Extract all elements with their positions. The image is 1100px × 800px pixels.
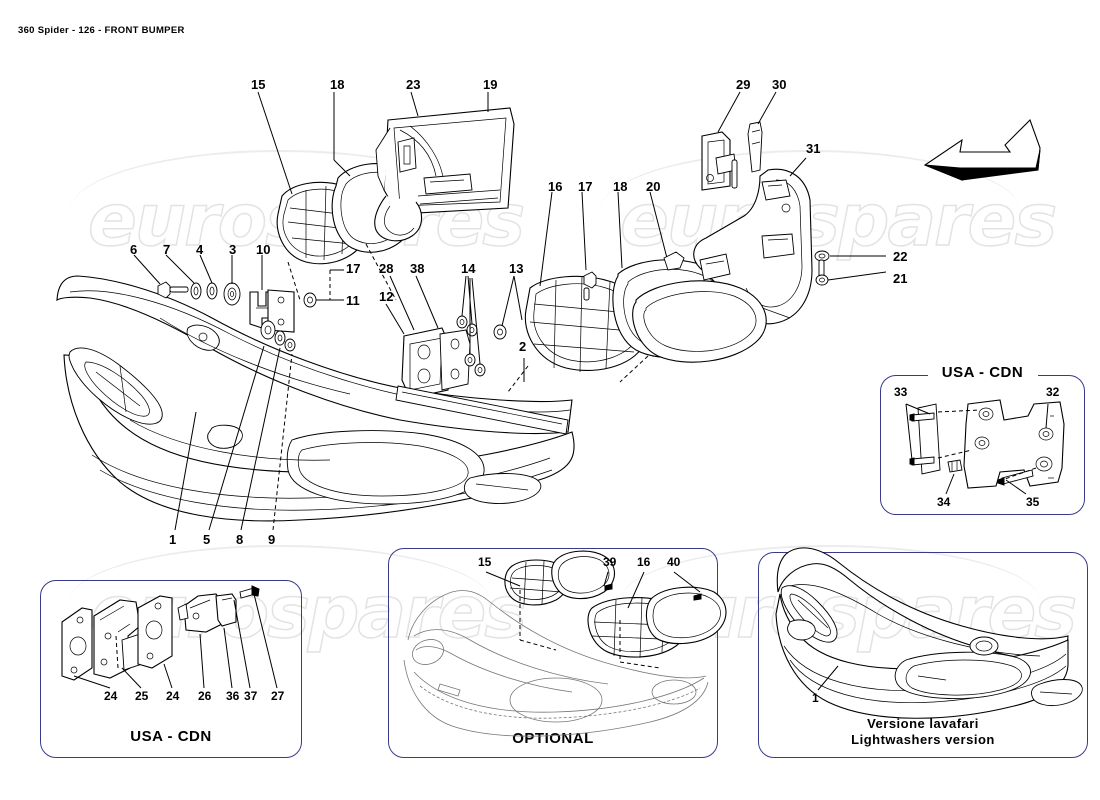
callout-6: 6 [130, 242, 138, 257]
callout-14: 14 [461, 261, 476, 276]
fastener-group-center [581, 191, 685, 301]
callout-15-optional: 15 [478, 555, 492, 569]
right-grille-frame-lower [632, 280, 767, 363]
leader-lines-bottom [174, 345, 293, 531]
callout-35: 35 [1026, 495, 1040, 509]
callout-16-mid: 16 [548, 179, 563, 194]
panel-title-usa-cdn-bottom: USA - CDN [130, 728, 212, 745]
panel-lightwashers [758, 552, 1088, 758]
callout-5: 5 [203, 532, 211, 547]
panel-usa-cdn-bottom-left [40, 580, 302, 758]
fastener-group-right [731, 159, 887, 286]
callout-18-top: 18 [330, 77, 345, 92]
panel-title-lightwashers: Versione lavafari Lightwashers version [758, 716, 1088, 749]
panel-title-line-1: Versione lavafari [867, 716, 979, 731]
callout-26: 26 [198, 689, 212, 703]
callout-27: 27 [271, 689, 285, 703]
callout-19: 19 [483, 77, 498, 92]
callout-18-mid: 18 [613, 179, 628, 194]
part-19-23-air-duct [374, 91, 515, 242]
leader-lines-left [133, 254, 344, 301]
callout-11: 11 [346, 293, 360, 308]
callout-7: 7 [163, 242, 171, 257]
callout-16-optional: 16 [637, 555, 651, 569]
callout-36: 36 [226, 689, 240, 703]
panel-title-line-2: Lightwashers version [851, 732, 995, 748]
fastener-group-left [157, 281, 317, 352]
callout-33: 33 [894, 385, 908, 399]
callout-28: 28 [379, 261, 394, 276]
panel-title-notch [928, 372, 1038, 376]
callout-2: 2 [519, 339, 527, 354]
callout-21: 21 [893, 271, 908, 286]
callout-20: 20 [646, 179, 661, 194]
callout-30: 30 [772, 77, 787, 92]
callout-34: 34 [937, 495, 951, 509]
callout-25: 25 [135, 689, 149, 703]
alignment-guides [287, 243, 649, 393]
callout-17-mid: 17 [578, 179, 593, 194]
callout-1-lightwashers: 1 [812, 691, 819, 705]
page-title: 360 Spider - 126 - FRONT BUMPER [18, 25, 185, 36]
callout-8: 8 [236, 532, 244, 547]
callout-10: 10 [256, 242, 271, 257]
callout-24-a: 24 [104, 689, 118, 703]
callout-13: 13 [509, 261, 524, 276]
part-2-trim-strip [395, 358, 569, 435]
panel-optional [388, 548, 718, 758]
callout-32: 32 [1046, 385, 1060, 399]
callout-24-b: 24 [166, 689, 180, 703]
callout-39: 39 [603, 555, 617, 569]
callout-1-main: 1 [169, 532, 177, 547]
callout-38: 38 [410, 261, 425, 276]
callout-12: 12 [379, 289, 394, 304]
callout-31: 31 [806, 141, 821, 156]
panel-title-usa-cdn-top: USA - CDN [941, 364, 1024, 381]
part-12-mounting-plates [385, 275, 523, 399]
callout-4: 4 [196, 242, 204, 257]
callout-9: 9 [268, 532, 276, 547]
part-29-30-bracket-pin [701, 91, 777, 191]
callout-15: 15 [251, 77, 266, 92]
callout-29: 29 [736, 77, 751, 92]
callout-37: 37 [244, 689, 258, 703]
callout-17-left: 17 [346, 261, 361, 276]
callout-23: 23 [406, 77, 421, 92]
direction-arrow-icon [923, 118, 1041, 181]
callout-3: 3 [229, 242, 237, 257]
callout-40: 40 [667, 555, 681, 569]
callout-22: 22 [893, 249, 908, 264]
